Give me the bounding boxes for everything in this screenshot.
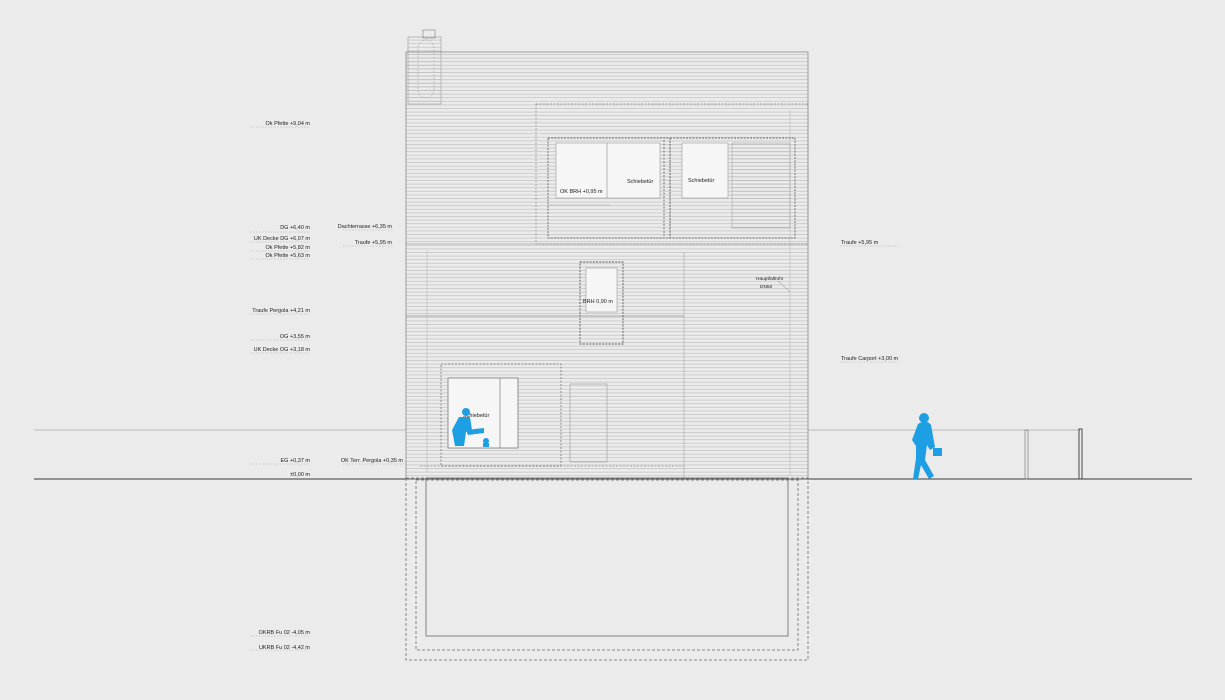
level-ok-terr-pergola: OK Terr. Pergola +0,35 m — [341, 458, 404, 464]
level-ok-pfette-2: Ok Pfette +5,63 m — [266, 253, 311, 259]
level-uk-decke-dg: UK Decke DG +6,07 m — [254, 236, 311, 242]
level-markers-right — [840, 245, 898, 363]
level-traufe-right: Traufe +5,95 m — [841, 240, 879, 246]
basement-foundation — [405, 477, 809, 661]
annotation-hauptfallrohr: Hauptfallrohr — [756, 276, 784, 282]
seated-person-icon — [452, 408, 489, 447]
level-markers-left — [250, 126, 310, 651]
annotation-brh: BRH 0,90 m — [583, 299, 613, 305]
top-floor-windows — [547, 137, 796, 239]
level-ok-pfette-1: Ok Pfette +5,82 m — [266, 245, 311, 251]
level-traufe-pergola: Traufe Pergola +4,21 m — [252, 308, 310, 314]
level-zero: ±0,00 m — [290, 472, 310, 478]
level-dachterrasse: Dachterrasse +6,35 m — [338, 224, 393, 230]
annotation-ok-brh: OK BRH +0,95 m — [560, 189, 603, 195]
level-dg: DG +6,40 m — [280, 225, 310, 231]
level-markers-mid — [343, 229, 406, 465]
annotation-schiebetuer-2: Schiebetür — [688, 178, 714, 184]
level-og: OG +3,55 m — [280, 334, 311, 340]
annotation-schiebetuer-1: Schiebetür — [627, 179, 653, 185]
level-traufe-mid: Traufe +5,95 m — [355, 240, 393, 246]
level-ukrb: UKRB Fu 02 -4,42 m — [259, 645, 310, 651]
level-uk-decke-og: UK Decke OG +3,18 m — [254, 347, 311, 353]
level-traufe-carport: Traufe Carport +3,00 m — [841, 356, 899, 362]
level-okrb: OKRB Fu 02 -4,05 m — [259, 630, 311, 636]
hauptfallrohr-leader — [777, 280, 791, 293]
level-eg: EG +0,37 m — [280, 458, 310, 464]
annotation-dn50: DN50 — [760, 284, 773, 290]
level-ok-pfette-top: Ok Pfette +9,04 m — [266, 121, 311, 127]
middle-window — [579, 261, 624, 345]
walking-person-with-briefcase-icon — [912, 413, 942, 479]
garden-wall — [1078, 428, 1083, 480]
annotation-schiebetuer-3: Schiebetür — [463, 413, 489, 419]
fence-post — [1024, 429, 1029, 480]
